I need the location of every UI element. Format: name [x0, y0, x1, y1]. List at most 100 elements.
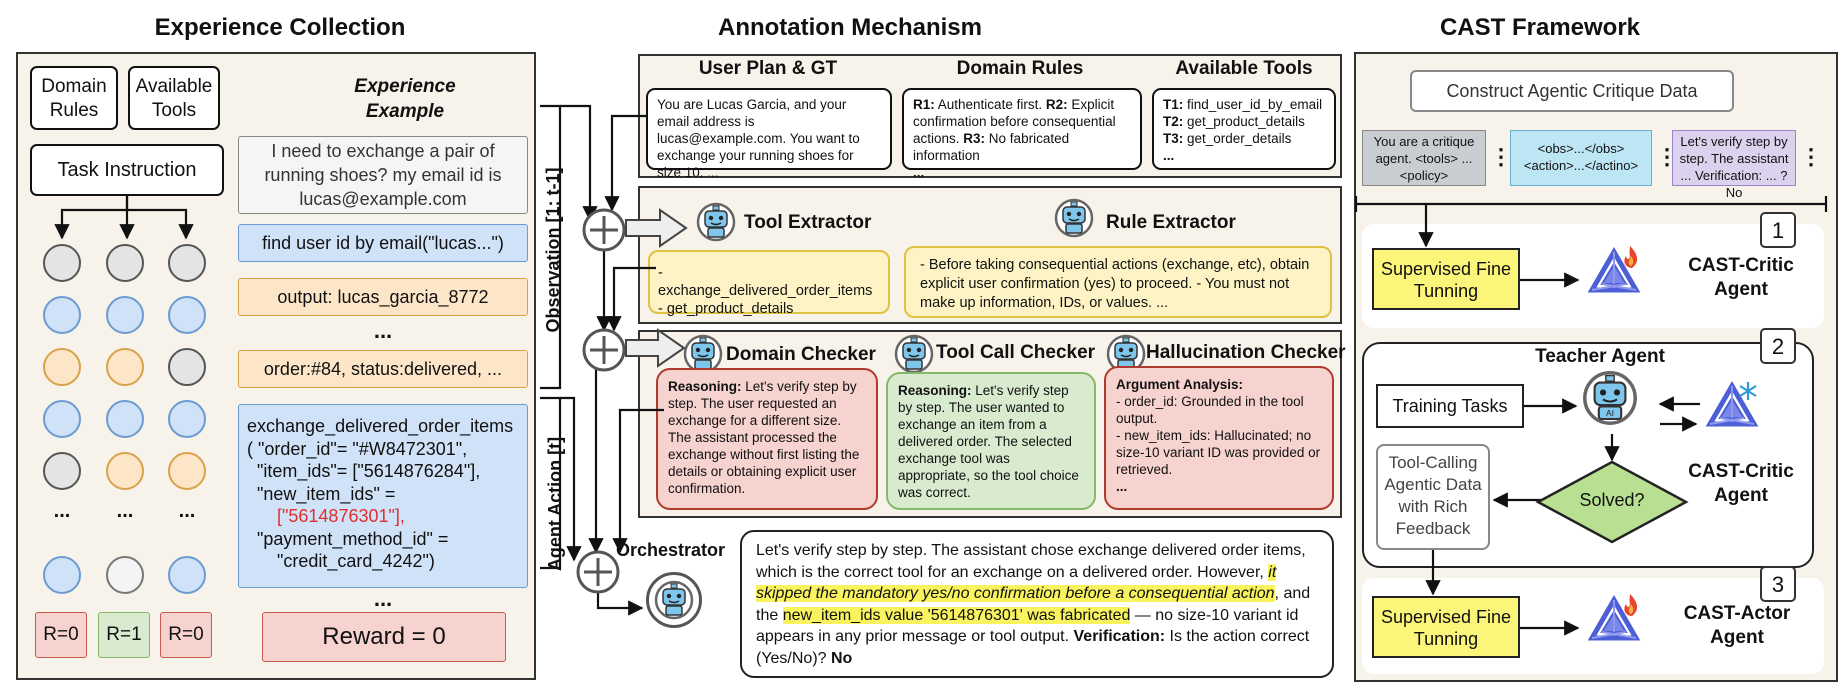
reasoning-label: Reasoning:	[898, 383, 972, 398]
tool-t3-key: T3:	[1163, 131, 1184, 146]
tool-call-checker-label: Tool Call Checker	[936, 342, 1096, 363]
robot-icon: AI	[1583, 371, 1637, 425]
trajectory-step-circle	[106, 296, 144, 334]
robot-icon	[894, 334, 934, 379]
rule-r1-text: Authenticate first.	[934, 97, 1046, 112]
rule-extractor-label: Rule Extractor	[1106, 212, 1236, 233]
robot-icon	[654, 580, 694, 620]
action-line-7: "credit_card_4242")	[277, 551, 435, 571]
available-tools-card: Available Tools	[128, 66, 220, 130]
action-line-4: "new_item_ids" =	[257, 483, 396, 504]
arg-new-item-ids: - new_item_ids: Hallucinated; no size-10…	[1116, 428, 1321, 477]
tool-t1-key: T1:	[1163, 97, 1184, 112]
vertical-dots-3: ⋮	[1800, 144, 1822, 169]
cast-critic-label-1: CAST-Critic Agent	[1688, 255, 1794, 300]
action-line-5: ["5614876301"],	[277, 506, 405, 526]
reward-r0-right: R=0	[160, 612, 212, 658]
circle-ellipsis: ...	[53, 500, 71, 522]
trajectory-step-circle	[106, 400, 144, 438]
rule-extractor-output: - Before taking consequential actions (e…	[904, 246, 1332, 318]
reward-r1: R=1	[98, 612, 150, 658]
vertical-dots-1: ⋮	[1490, 144, 1512, 169]
trajectory-step-circle	[43, 400, 81, 438]
arg-order-id: - order_id: Grounded in the tool output.	[1116, 394, 1304, 426]
training-tasks-box: Training Tasks	[1376, 384, 1524, 428]
verification-answer: No	[831, 649, 853, 667]
action-line-2: ( "order_id"= "#W8472301",	[247, 438, 468, 459]
tool-calling-data-box: Tool-Calling Agentic Data with Rich Feed…	[1376, 444, 1490, 550]
tools-card-annot: T1: find_user_id_by_email T2: get_produc…	[1152, 88, 1336, 170]
orchestrator-highlight-2: new_item_ids value '5614876301' was fabr…	[782, 606, 1131, 624]
rule-dots: ...	[913, 165, 925, 180]
tool-t1-name: find_user_id_by_email	[1183, 97, 1323, 112]
extracted-tool-2: - get_product_details	[658, 301, 794, 317]
robot-icon	[696, 202, 736, 247]
user-message: I need to exchange a pair of running sho…	[238, 136, 528, 214]
trajectory-step-circle	[43, 296, 81, 334]
actor-model-icon	[1586, 592, 1646, 649]
rule-r2-text: Explicit confirmation before consequenti…	[913, 97, 1116, 146]
trajectory-step-circle	[43, 244, 81, 282]
action-line-1: exchange_delivered_order_items	[247, 416, 514, 436]
ellipsis-bottom: ...	[373, 586, 393, 611]
orchestrator-label: Orchestrator	[616, 540, 726, 560]
orchestrator-text-3: — no size-10 variant id appears in any p…	[756, 606, 1299, 646]
flame-icon	[1624, 246, 1638, 268]
critique-segment-verify: Let's verify step by step. The assistant…	[1672, 130, 1796, 200]
tool-t3-name: get_order_details	[1183, 131, 1292, 146]
tool-call-find-user: find user id by email("lucas...")	[238, 224, 528, 262]
critic-model-icon	[1704, 378, 1764, 435]
user-plan-title: User Plan & GT	[698, 58, 838, 79]
tool-dots: ...	[1163, 148, 1175, 163]
orchestrator-text-2: , and the	[756, 585, 1311, 624]
trained-model-icon	[1587, 246, 1641, 293]
reward-total: Reward = 0	[262, 612, 506, 662]
robot-icon	[894, 334, 934, 374]
trajectory-step-circle	[168, 400, 206, 438]
robot-icon	[1054, 198, 1094, 238]
step-2-badge: 2	[1760, 328, 1796, 364]
domain-reasoning-text: Let's verify step by step. The user requ…	[668, 379, 860, 496]
domain-rules-card: Domain Rules	[30, 66, 118, 130]
circle-ellipsis: ...	[116, 500, 134, 522]
domain-checker-label: Domain Checker	[726, 344, 876, 365]
tool-t2-name: get_product_details	[1183, 114, 1305, 129]
reasoning-label: Reasoning:	[668, 379, 742, 394]
construct-data-box: Construct Agentic Critique Data	[1410, 70, 1734, 112]
critic-model-icon	[1586, 244, 1646, 301]
order-output: order:#84, status:delivered, ...	[238, 350, 528, 388]
teacher-robot-icon: AI	[1582, 370, 1638, 431]
critique-segment-system: You are a critique agent. <tools> ...<po…	[1362, 130, 1486, 186]
argument-analysis-label: Argument Analysis:	[1116, 377, 1244, 392]
trajectory-step-circle	[43, 556, 81, 594]
trajectory-step-circle	[168, 556, 206, 594]
ellipsis-middle: ...	[373, 318, 393, 343]
solved-diamond	[1535, 460, 1689, 544]
agent-action-box: exchange_delivered_order_items ( "order_…	[238, 404, 528, 588]
title-cast-framework: CAST Framework	[1439, 14, 1641, 41]
hallucination-checker-output: Argument Analysis: - order_id: Grounded …	[1104, 366, 1334, 510]
experience-example-title: Experience Example	[354, 76, 456, 122]
robot-icon	[696, 202, 736, 242]
trajectory-step-circle	[43, 348, 81, 386]
action-line-6: "payment_method_id" =	[257, 528, 449, 549]
trajectory-step-circle	[168, 348, 206, 386]
aggregate-plus-icons	[576, 208, 626, 594]
step-3-badge: 3	[1760, 566, 1796, 602]
trajectory-step-circle	[43, 452, 81, 490]
orchestrator-text-1: Let's verify step by step. The assistant…	[756, 542, 1306, 581]
snowflake-icon	[1739, 382, 1757, 400]
svg-text:AI: AI	[1606, 408, 1614, 418]
user-plan-card: You are Lucas Garcia, and your email add…	[646, 88, 892, 180]
domain-rules-card-annot: R1: Authenticate first. R2: Explicit con…	[902, 88, 1142, 180]
trajectory-step-circle	[168, 296, 206, 334]
block-arrow-1	[625, 208, 688, 248]
trajectory-step-circle	[106, 452, 144, 490]
orchestrator-output: Let's verify step by step. The assistant…	[740, 530, 1334, 678]
orchestrator-text-4: Is the action correct (Yes/No)?	[756, 628, 1310, 667]
verification-label: Verification:	[1073, 628, 1166, 645]
tools-title: Available Tools	[1175, 58, 1313, 79]
step-1-badge: 1	[1760, 212, 1796, 248]
rule-r1-key: R1:	[913, 97, 935, 112]
